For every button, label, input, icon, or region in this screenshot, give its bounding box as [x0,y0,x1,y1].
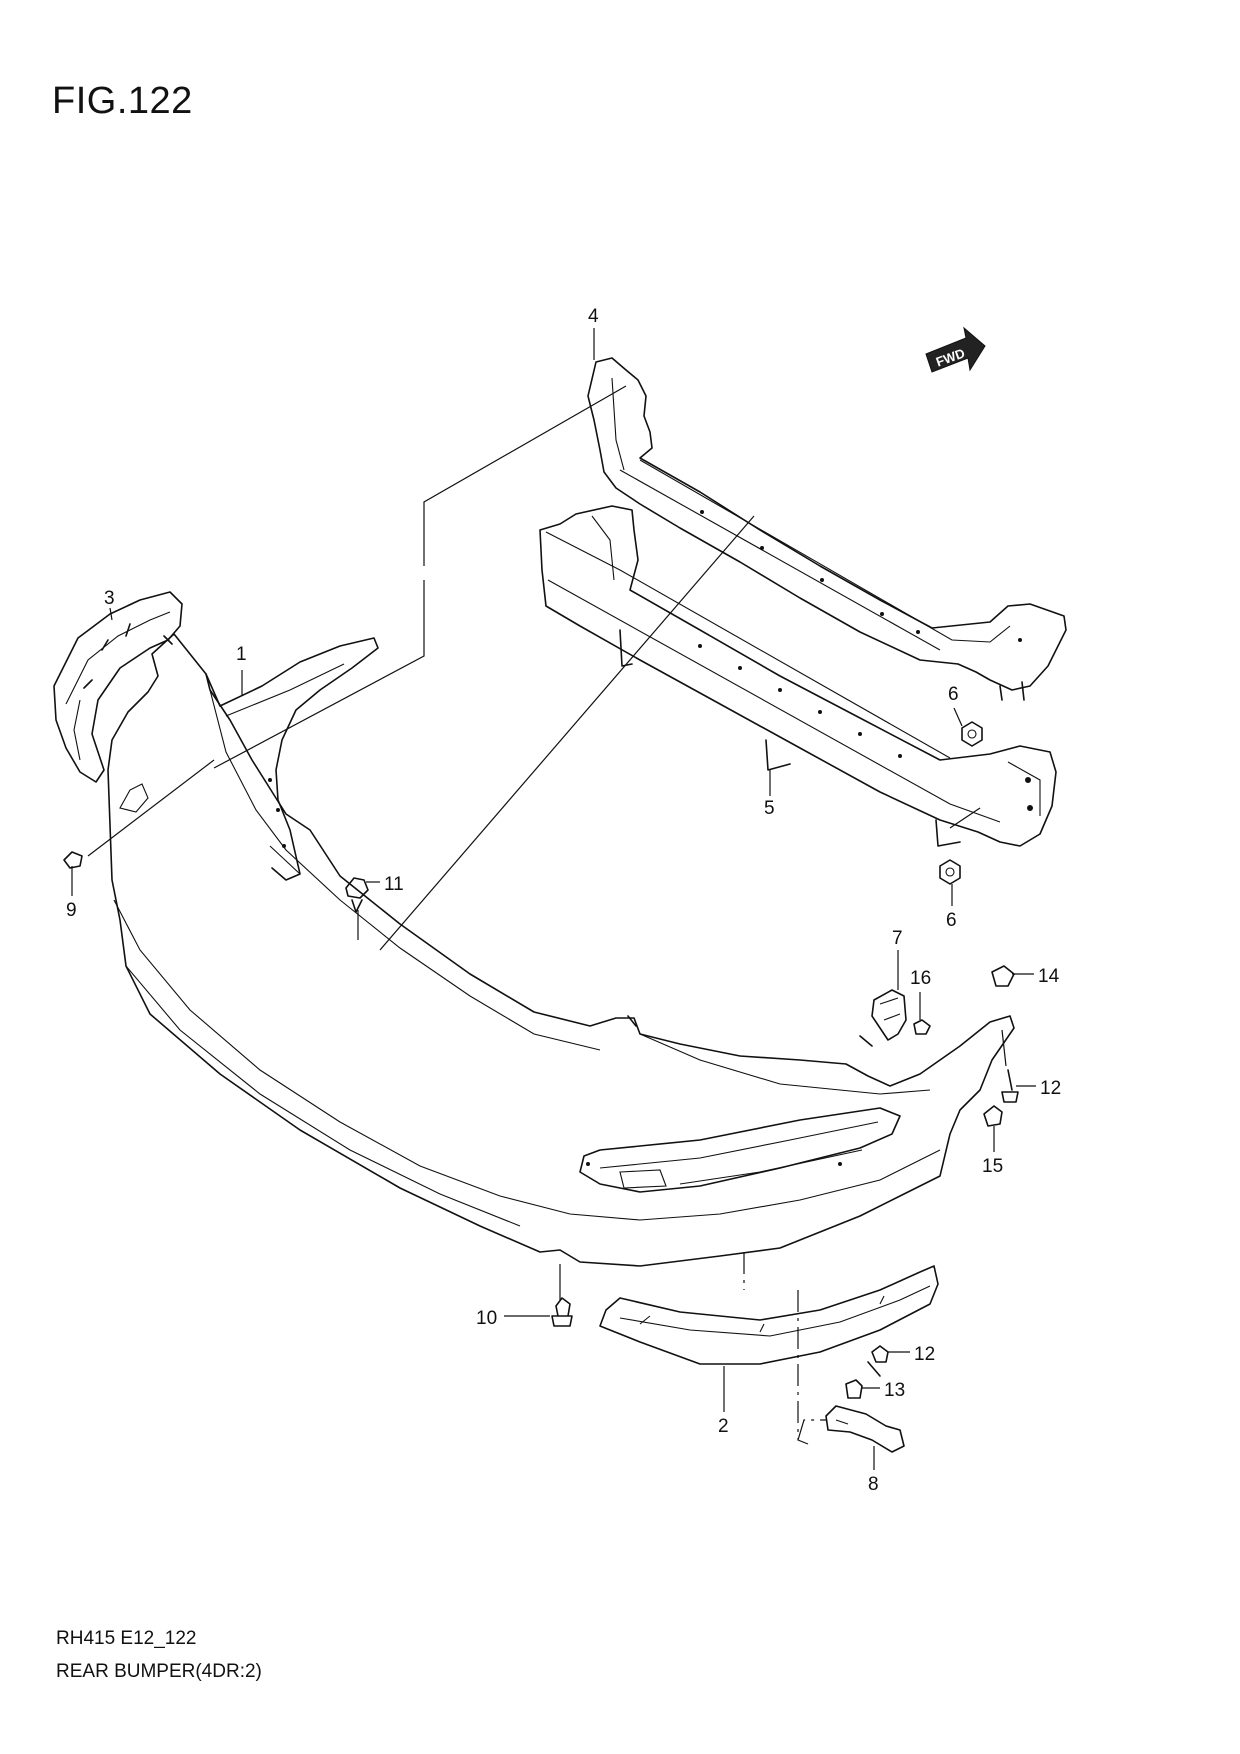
diagram-name: REAR BUMPER(4DR:2) [56,1661,262,1682]
part-4-upper-reinforcement [587,357,1067,701]
callout-6-upper: 6 [948,684,959,705]
callout-labels: 4 3 1 6 5 9 11 6 7 16 14 12 15 10 12 13 … [66,306,1061,1495]
part-7-retainer [871,989,907,1041]
callout-5: 5 [764,798,775,819]
diagram-code: RH415 E12_122 [56,1628,197,1649]
leader-lines [71,328,1036,1470]
callout-3: 3 [104,588,115,609]
callout-6-lower: 6 [946,910,957,931]
part-3-side-trim [53,591,183,783]
part-1-bumper-fascia [107,633,1015,1267]
callout-12-upper: 12 [1040,1078,1061,1099]
callout-16: 16 [910,968,931,989]
callout-9: 9 [66,900,77,921]
callout-11: 11 [384,874,404,895]
fasteners [63,721,1019,1399]
part-8-bracket [825,1405,905,1453]
figure-title: FIG.122 [52,80,193,122]
part-2-lower-garnish [599,1265,939,1365]
callout-4: 4 [588,306,599,327]
callout-12-lower: 12 [914,1344,935,1365]
callout-13: 13 [884,1380,905,1401]
callout-7: 7 [892,928,903,949]
callout-8: 8 [868,1474,879,1495]
fwd-direction-badge: FWD [925,326,986,373]
callout-10: 10 [476,1308,497,1329]
callout-2: 2 [718,1416,729,1437]
callout-14: 14 [1038,966,1060,987]
part-5-reinforcement-bar [539,505,1057,847]
callout-1: 1 [236,644,247,665]
callout-15: 15 [982,1156,1003,1177]
